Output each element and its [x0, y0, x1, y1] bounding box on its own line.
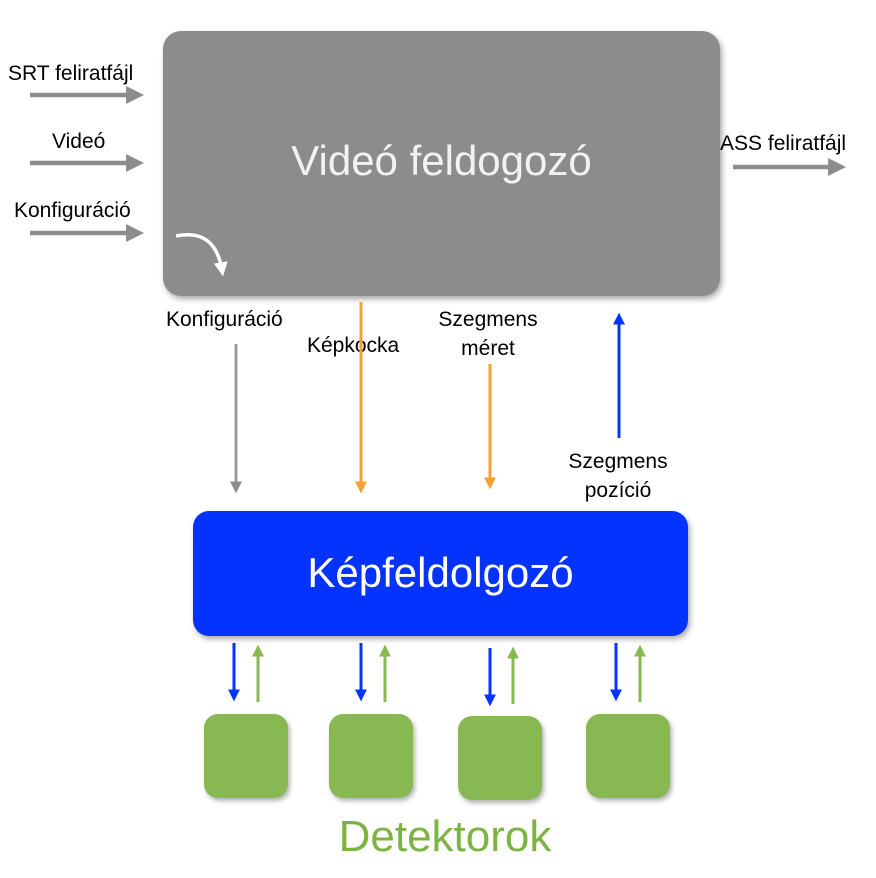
detector-2 — [329, 714, 413, 798]
detector-3 — [458, 716, 542, 800]
config-flow-label: Konfiguráció — [166, 308, 283, 331]
detectors-label: Detektorok — [338, 812, 552, 861]
video-processor-box — [163, 31, 720, 296]
image-processor-title: Képfeldolgozó — [307, 549, 574, 596]
image-processor-box — [193, 511, 688, 636]
internal-curve-arrow — [175, 233, 228, 277]
video-processor-title: Videó feldogozó — [291, 137, 592, 184]
frame-flow-label: Képkocka — [307, 334, 400, 357]
detector-1 — [204, 714, 288, 798]
video-input-label: Videó — [52, 130, 106, 153]
ass-output-label: ASS feliratfájl — [720, 132, 847, 155]
segment-size-label-line2: méret — [461, 337, 515, 360]
detector-4 — [586, 714, 670, 798]
segment-pos-label-line1: Szegmens — [568, 450, 668, 473]
segment-size-label-line1: Szegmens — [438, 308, 538, 331]
srt-input-label: SRT feliratfájl — [8, 62, 134, 85]
segment-pos-label-line2: pozíció — [584, 479, 652, 502]
config-input-label: Konfiguráció — [14, 199, 131, 222]
